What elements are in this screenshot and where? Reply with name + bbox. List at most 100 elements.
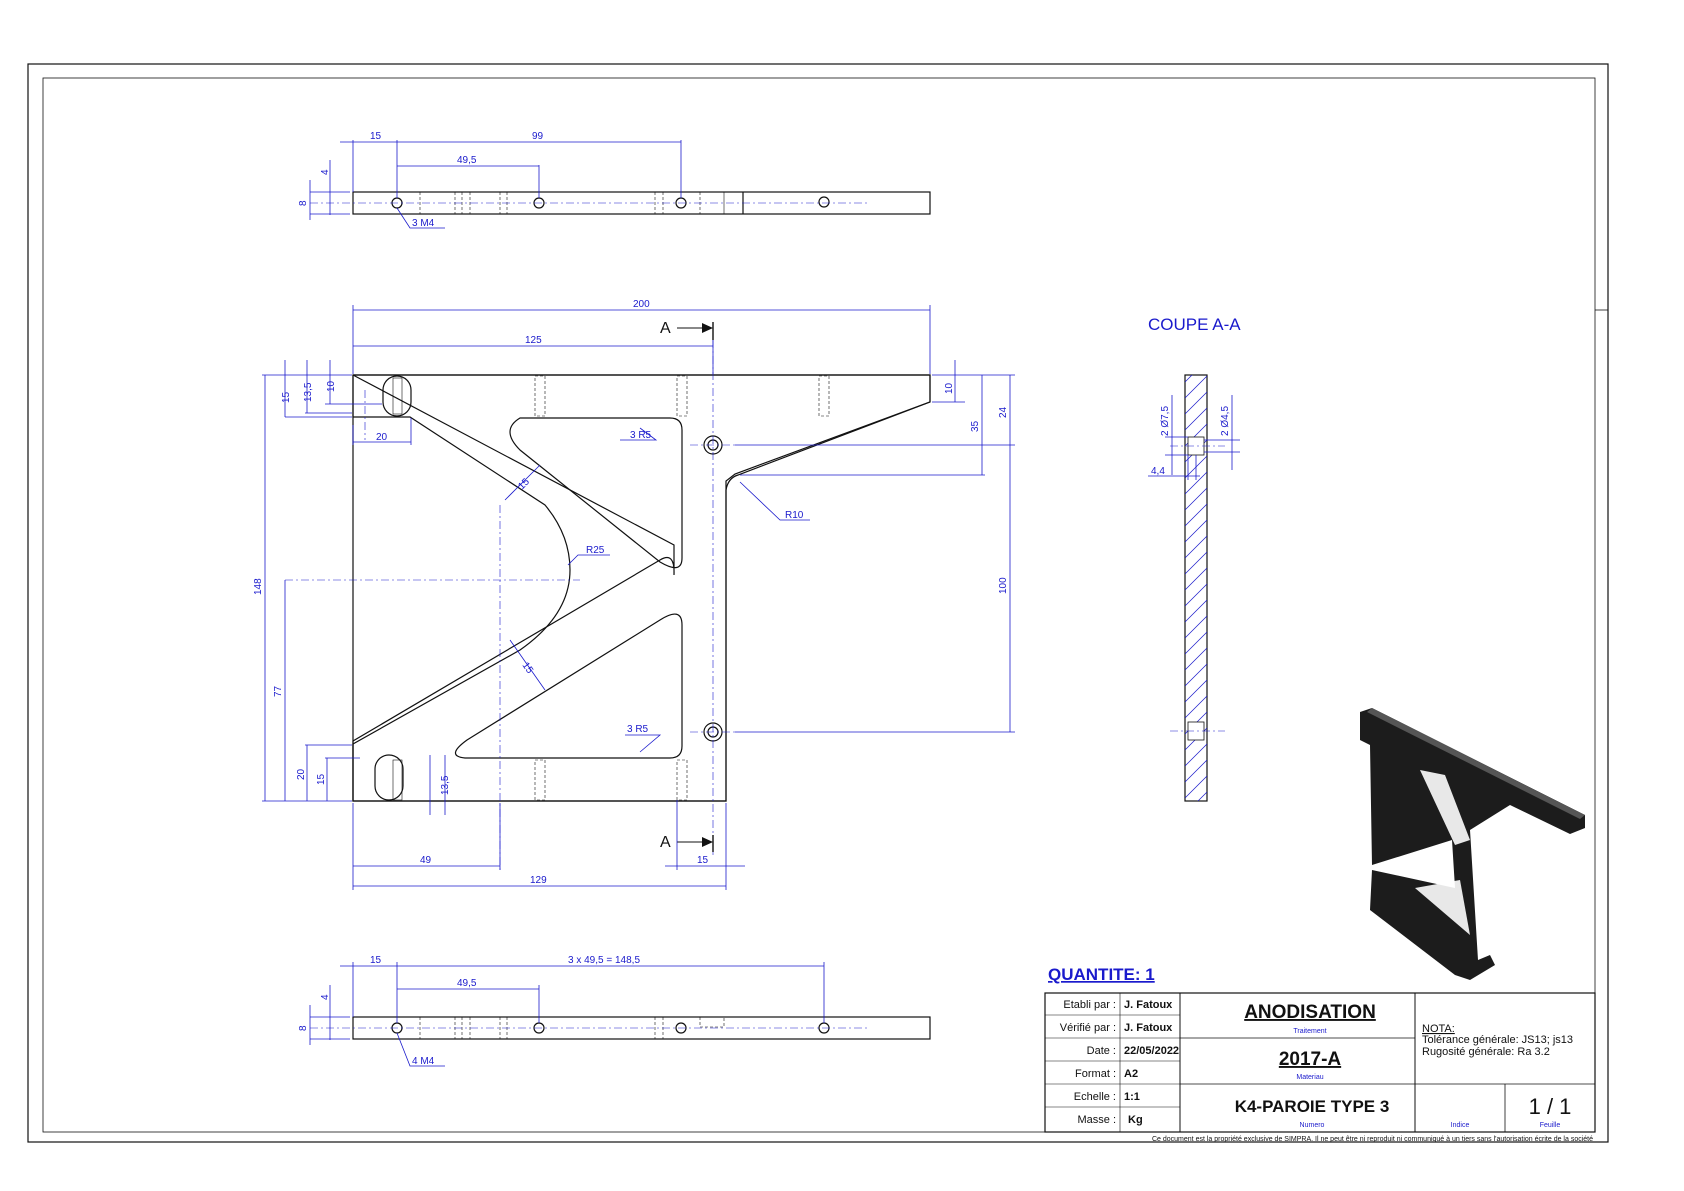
date-value: 22/05/2022 — [1124, 1045, 1179, 1057]
section-hatch-line — [1185, 375, 1193, 383]
bottom-dim-8: 8 — [298, 1025, 309, 1031]
main-dim-13-5-top: 13,5 — [303, 382, 314, 402]
top-hole-note: 3 M4 — [412, 218, 435, 229]
etabli-label: Etabli par : — [1063, 999, 1116, 1011]
sheet-caption: Feuille — [1540, 1122, 1561, 1129]
verifie-label: Vérifié par : — [1060, 1022, 1116, 1034]
part-caption: Numero — [1300, 1122, 1325, 1129]
section-hatch-line — [1185, 471, 1207, 495]
title-block: Etabli par : J. Fatoux Vérifié par : J. … — [1044, 992, 1596, 1143]
material-value: 2017-A — [1279, 1049, 1342, 1070]
bottom-dim-4: 4 — [320, 994, 331, 1000]
bottom-dim-148-5: 3 x 49,5 = 148,5 — [568, 955, 640, 966]
part-name: K4-PAROIE TYPE 3 — [1235, 1097, 1390, 1116]
main-dim-129: 129 — [530, 875, 547, 886]
section-hatch-line — [1185, 695, 1207, 719]
section-hatch-line — [1185, 375, 1207, 399]
verifie-value: J. Fatoux — [1124, 1022, 1173, 1034]
top-dim-4: 4 — [320, 169, 331, 175]
treatment-value: ANODISATION — [1244, 1002, 1376, 1023]
section-hatch-line — [1185, 808, 1207, 830]
radius-note-upper: 3 R5 — [630, 430, 652, 441]
main-dim-77: 77 — [273, 685, 284, 697]
section-view: COUPE A-A 2 Ø7,5 2 Ø4,5 4,4 — [1148, 315, 1241, 846]
bottom-dim-49-5: 49,5 — [457, 978, 477, 989]
main-dim-125: 125 — [525, 335, 542, 346]
material-caption: Materiau — [1296, 1074, 1323, 1081]
section-mark-bottom: A — [660, 834, 671, 851]
inner-frame — [42, 77, 1596, 1133]
section-hatch-line — [1185, 824, 1207, 846]
main-dim-15-top: 15 — [281, 391, 292, 403]
bottom-hole-note: 4 M4 — [412, 1056, 435, 1067]
section-hatch-line — [1185, 391, 1207, 415]
main-dim-148: 148 — [253, 578, 264, 595]
main-dim-10-top: 10 — [326, 380, 337, 392]
main-dim-20-left: 20 — [296, 768, 307, 780]
sheet-number: 1 / 1 — [1529, 1094, 1572, 1119]
main-dim-49: 49 — [420, 855, 432, 866]
note-line-1: Tolérance générale: JS13; js13 — [1422, 1034, 1573, 1046]
note-title: NOTA: — [1422, 1023, 1455, 1035]
section-hatch-line — [1185, 679, 1207, 703]
radius-note-r10: R10 — [785, 510, 804, 521]
date-label: Date : — [1087, 1045, 1116, 1057]
section-mark-top: A — [660, 320, 671, 337]
main-dim-20-top: 20 — [376, 432, 388, 443]
section-hatch-line — [1185, 519, 1207, 543]
section-hatch-line — [1185, 775, 1207, 799]
top-dim-49-5: 49,5 — [457, 155, 477, 166]
radius-note-r25: R25 — [586, 545, 605, 556]
outer-frame — [27, 63, 1609, 1143]
section-hatch-line — [1185, 663, 1207, 687]
section-hatch-line — [1185, 583, 1207, 607]
bottom-dim-15: 15 — [370, 955, 382, 966]
section-title: COUPE A-A — [1148, 315, 1241, 334]
section-dim-4-4: 4,4 — [1151, 466, 1165, 477]
section-hatch-line — [1185, 615, 1207, 639]
rib-width-upper: 15 — [516, 476, 532, 492]
top-view: 15 99 49,5 4 8 3 M4 — [298, 131, 931, 229]
treatment-caption: Traitement — [1293, 1028, 1326, 1035]
section-hatch-line — [1185, 503, 1207, 527]
top-dim-15: 15 — [370, 131, 382, 142]
echelle-label: Echelle : — [1074, 1091, 1116, 1103]
main-view: 200 125 A A 15 13,5 10 148 77 20 15 — [253, 299, 1015, 890]
section-dim-d4-5: 2 Ø4,5 — [1220, 406, 1231, 436]
section-hatch-line — [1185, 535, 1207, 559]
section-hatch-line — [1185, 599, 1207, 623]
main-dim-13-5-bottom: 13,5 — [440, 775, 451, 795]
top-dim-99: 99 — [532, 131, 544, 142]
part-3d-render — [1360, 708, 1585, 980]
main-dim-24: 24 — [998, 406, 1009, 418]
section-hatch-line — [1185, 647, 1207, 671]
main-dim-15-left: 15 — [316, 773, 327, 785]
radius-note-lower: 3 R5 — [627, 724, 649, 735]
main-dim-15-bottom: 15 — [697, 855, 709, 866]
section-hatch-line — [1185, 567, 1207, 591]
section-hatch-line — [1185, 759, 1207, 783]
main-dim-200: 200 — [633, 299, 650, 310]
section-dim-d7-5: 2 Ø7,5 — [1160, 406, 1171, 436]
etabli-value: J. Fatoux — [1124, 999, 1173, 1011]
section-hatch-line — [1185, 487, 1207, 511]
masse-label: Masse : — [1077, 1114, 1116, 1126]
section-hatch-line — [1185, 631, 1207, 655]
section-hatch-line — [1185, 743, 1207, 767]
indice-caption: Indice — [1451, 1122, 1470, 1129]
format-value: A2 — [1124, 1068, 1138, 1080]
main-dim-100: 100 — [998, 577, 1009, 594]
note-line-2: Rugosité générale: Ra 3.2 — [1422, 1046, 1550, 1058]
quantity-label: QUANTITE: 1 — [1048, 965, 1155, 984]
masse-value: Kg — [1128, 1114, 1143, 1126]
format-label: Format : — [1075, 1068, 1116, 1080]
main-dim-35: 35 — [970, 420, 981, 432]
copyright-footer: Ce document est la propriété exclusive d… — [1152, 1136, 1593, 1143]
rib-width-lower: 15 — [520, 660, 536, 676]
main-dim-10-right: 10 — [944, 382, 955, 394]
bottom-view: 15 3 x 49,5 = 148,5 49,5 4 8 4 M4 — [298, 955, 931, 1067]
section-hatch-line — [1185, 551, 1207, 575]
section-hatch-line — [1197, 791, 1207, 801]
echelle-value: 1:1 — [1124, 1091, 1140, 1103]
